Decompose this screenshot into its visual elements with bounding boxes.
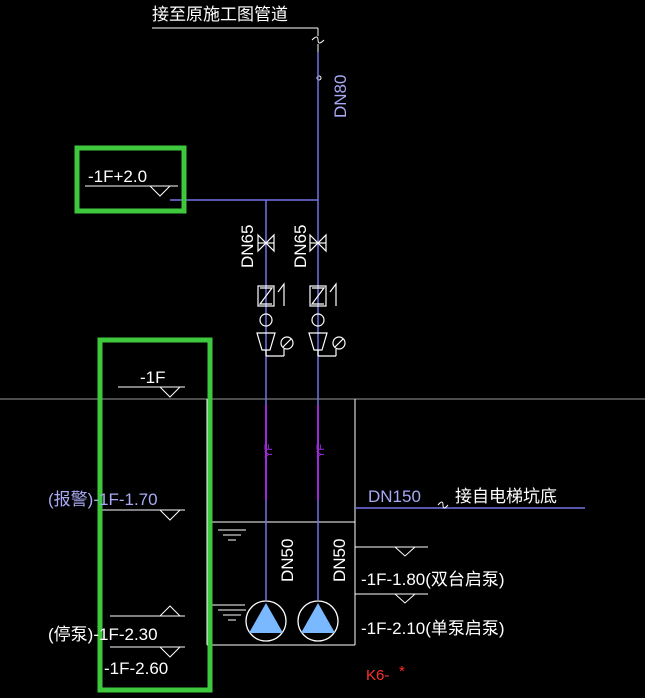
highlight-box-bottom [97,337,213,693]
k6-label: K6- [366,667,389,684]
elevation-bottom-label: -1F-2.60 [104,659,168,678]
pressure-gauge-left [256,332,294,357]
elevation-top-label: -1F+2.0 [88,167,147,186]
highlight-box-top [74,145,187,214]
water-level-symbol-high [218,529,246,541]
gate-valve-left [257,233,275,253]
from-pit-label: 接自电梯坑底 [455,487,557,506]
dn150-label: DN150 [368,487,421,506]
inlet-break-mark [437,501,449,509]
fitting-circle-left [259,313,273,327]
water-level-symbol-low [218,609,246,621]
k6-star: * [399,663,405,680]
yf-left-label: YF [263,444,275,458]
yf-right-label: YF [315,444,327,458]
pressure-gauge-right [308,332,346,357]
gate-valve-right [309,233,327,253]
submersible-pump-right [297,600,339,642]
dn50-left-label: DN50 [278,539,297,582]
elevation-floor-label: -1F [140,368,166,387]
elevation-marks-left [85,185,185,658]
elevation-alarm-label: (报警)-1F-1.70 [48,490,158,509]
elevation-one-pump-label: -1F-2.10(单泵启泵) [361,619,505,638]
dn65-right-label: DN65 [291,225,310,268]
dn50-right-label: DN50 [330,539,349,582]
fitting-circle-right [311,313,325,327]
sump-pit [206,399,356,646]
elevation-stop-label: (停泵)-1F-2.30 [48,625,158,644]
float-level-lines [355,546,428,604]
dn80-label: DN80 [331,75,350,118]
top-note-label: 接至原施工图管道 [152,5,288,24]
check-valve-left [257,282,285,307]
submersible-pump-left [245,600,287,642]
elevation-two-pumps-label: -1F-1.80(双台启泵) [361,570,505,589]
top-leader [152,27,325,81]
check-valve-right [309,282,337,307]
dn65-left-label: DN65 [238,225,257,268]
